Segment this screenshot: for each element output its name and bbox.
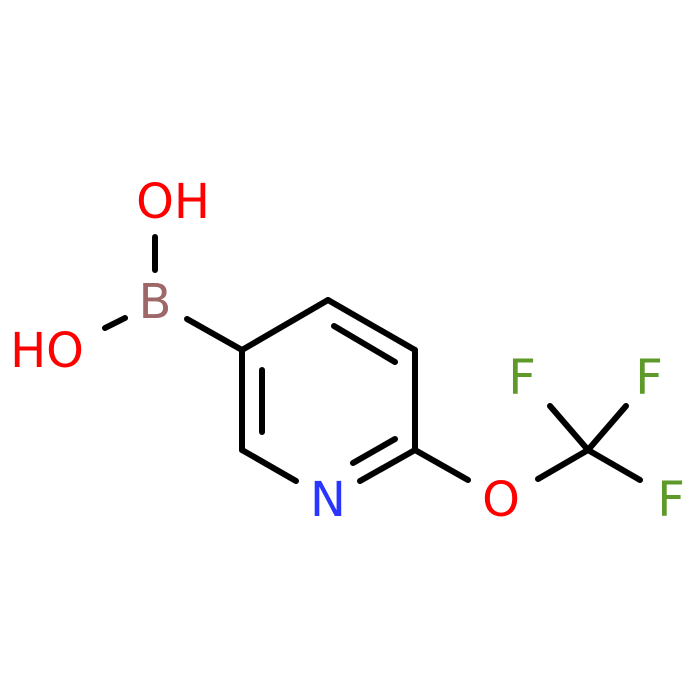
atom-oxygen: O bbox=[482, 472, 520, 528]
bond-b-oh-left bbox=[102, 315, 128, 331]
atom-nitrogen: N bbox=[310, 472, 346, 528]
bond-ring-2 bbox=[325, 297, 418, 353]
bond-ring-o bbox=[412, 447, 471, 483]
atom-fluorine-1: F bbox=[508, 350, 536, 406]
bond-ring-inner-3 bbox=[350, 436, 398, 466]
atom-boron: B bbox=[139, 274, 172, 330]
bond-ring-5 bbox=[239, 447, 299, 484]
atom-ho-left: HO bbox=[10, 323, 84, 379]
atom-fluorine-2: F bbox=[635, 350, 663, 406]
bond-ring-4 bbox=[357, 447, 418, 484]
bond-cf3-f2 bbox=[585, 403, 629, 453]
bond-o-cf3 bbox=[535, 447, 591, 482]
bond-cf3-f1 bbox=[547, 403, 591, 453]
atom-fluorine-3: F bbox=[657, 472, 685, 528]
bond-ring-1 bbox=[239, 297, 331, 353]
bonds bbox=[102, 234, 643, 484]
bond-cf3-f3 bbox=[585, 447, 643, 483]
atom-labels: OH HO B N O F F F bbox=[10, 174, 685, 528]
bond-b-ring bbox=[184, 316, 245, 353]
atom-oh-top: OH bbox=[136, 174, 210, 230]
bond-ring-inner-1 bbox=[331, 323, 398, 365]
